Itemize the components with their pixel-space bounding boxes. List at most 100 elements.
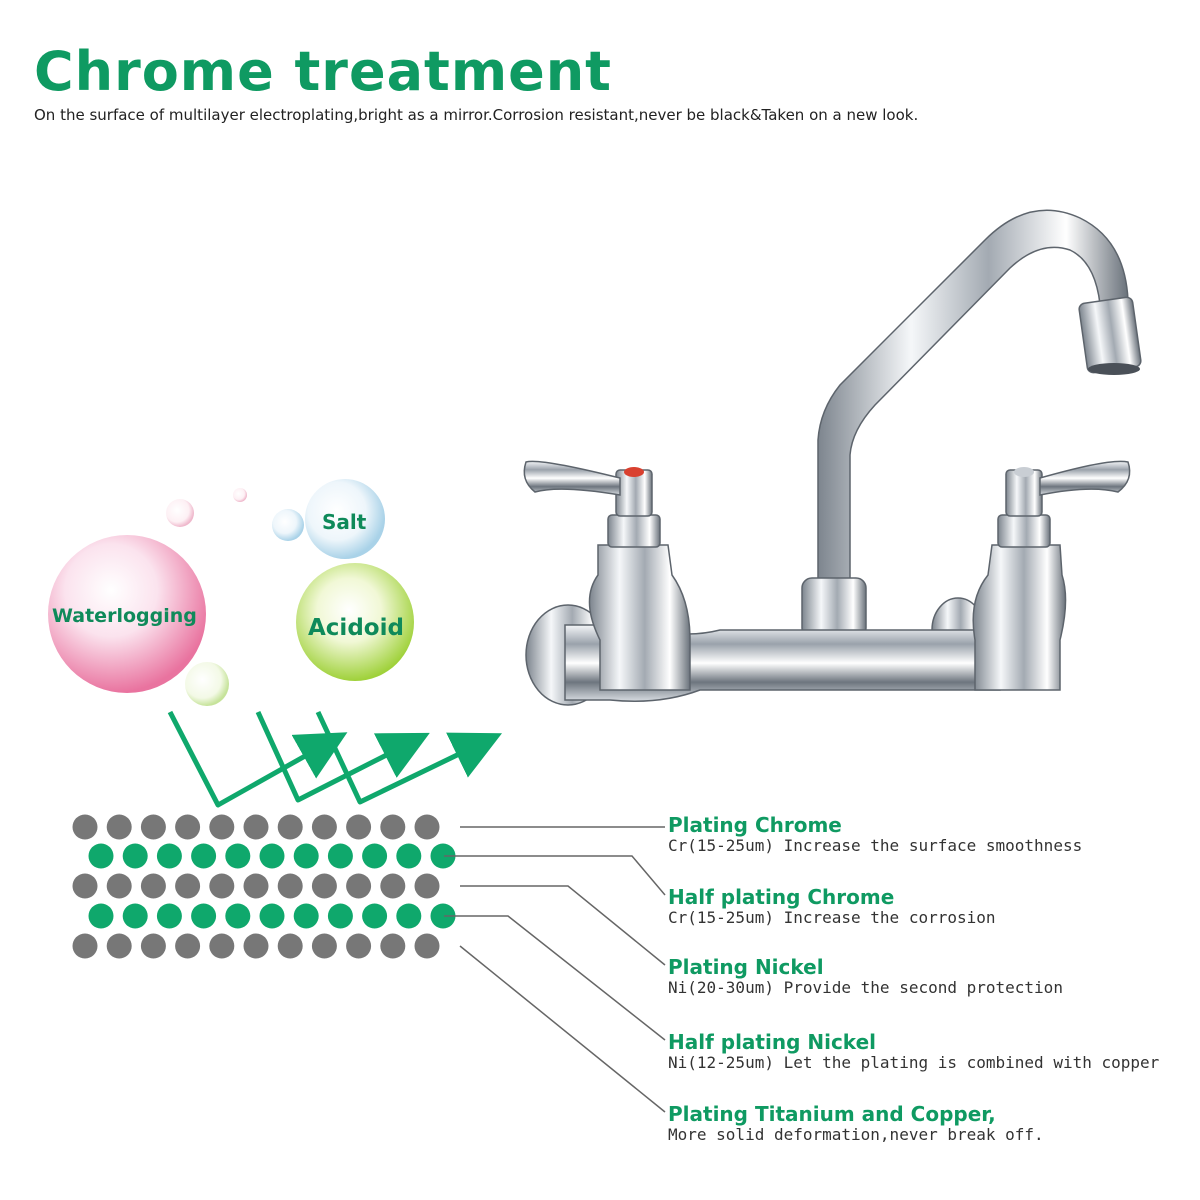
lattice-dot (380, 933, 406, 959)
layer-description: Cr(15-25um) Increase the surface smoothn… (668, 836, 1083, 855)
lattice-dot (243, 814, 269, 840)
lattice-dot (430, 903, 456, 929)
lattice-dot (396, 843, 422, 869)
lattice-dot (414, 933, 440, 959)
acidoid-bubble (296, 563, 414, 681)
lattice-dot (259, 903, 285, 929)
lattice-dot (106, 873, 132, 899)
small-bubble (166, 499, 194, 527)
plating-layers-lattice (72, 814, 456, 959)
leader-line (444, 855, 666, 896)
layer-half-plating-nickel: Half plating Nickel Ni(12-25um) Let the … (668, 1031, 1159, 1073)
lattice-dot (362, 903, 388, 929)
lattice-dot (346, 814, 372, 840)
lattice-dot (380, 873, 406, 899)
lattice-dot (156, 843, 182, 869)
lattice-dot (191, 903, 217, 929)
bubbles-group (48, 479, 414, 706)
faucet-swivel (801, 577, 867, 639)
lattice-dot (72, 814, 98, 840)
layer-name: Plating Nickel (668, 955, 824, 979)
acidoid-label: Acidoid (308, 615, 404, 641)
lattice-dot (327, 843, 353, 869)
lattice-dot (209, 814, 235, 840)
lattice-dot (346, 933, 372, 959)
lattice-dot (175, 873, 201, 899)
lattice-dot (414, 873, 440, 899)
faucet-spout (817, 209, 1129, 589)
lattice-dot (243, 933, 269, 959)
lattice-dot (88, 843, 114, 869)
valve-body-left (588, 544, 691, 691)
lattice-dot (311, 933, 337, 959)
lattice-dot (277, 933, 303, 959)
leader-line (444, 915, 666, 1041)
layer-half-plating-chrome: Half plating Chrome Cr(15-25um) Increase… (668, 886, 996, 928)
lattice-dot (327, 903, 353, 929)
small-bubble (185, 662, 229, 706)
faucet-aerator (1078, 296, 1142, 374)
faucet-image (523, 209, 1142, 706)
lattice-dot (396, 903, 422, 929)
layer-plating-chrome: Plating Chrome Cr(15-25um) Increase the … (668, 814, 1082, 856)
lattice-dot (225, 903, 251, 929)
lattice-dot (277, 873, 303, 899)
lattice-dot (156, 903, 182, 929)
lattice-dot (88, 903, 114, 929)
arrows-group (167, 710, 503, 808)
leader-line (459, 945, 666, 1113)
lattice-dot (191, 843, 217, 869)
layer-description: Ni(12-25um) Let the plating is combined … (668, 1053, 1160, 1072)
layer-plating-titanium-copper: Plating Titanium and Copper, More solid … (668, 1103, 1044, 1145)
layer-description: Cr(15-25um) Increase the corrosion (668, 908, 996, 927)
lattice-dot (380, 814, 406, 840)
waterlogging-label: Waterlogging (52, 605, 197, 627)
lever-handle-right (1039, 460, 1131, 496)
lattice-dot (72, 933, 98, 959)
lattice-dot (122, 903, 148, 929)
layer-description: Ni(20-30um) Provide the second protectio… (668, 978, 1063, 997)
lattice-dot (293, 903, 319, 929)
waterlogging-bubble (48, 535, 206, 693)
page-subtitle: On the surface of multilayer electroplat… (34, 106, 919, 124)
lattice-dot (140, 933, 166, 959)
valve-body-right (972, 544, 1067, 691)
lattice-dot (122, 843, 148, 869)
lattice-dot (175, 933, 201, 959)
page-title: Chrome treatment (34, 40, 612, 103)
salt-label: Salt (322, 510, 367, 534)
lattice-dot (311, 873, 337, 899)
lattice-dot (106, 933, 132, 959)
lattice-dot (346, 873, 372, 899)
small-bubble (272, 509, 304, 541)
lever-handle-left (523, 460, 621, 496)
leader-lines (444, 826, 666, 1113)
lattice-dot (140, 873, 166, 899)
layer-name: Plating Titanium and Copper, (668, 1102, 996, 1126)
lattice-dot (140, 814, 166, 840)
arrow (255, 710, 430, 803)
small-bubble (233, 488, 247, 502)
lattice-dot (243, 873, 269, 899)
layer-name: Plating Chrome (668, 813, 842, 837)
lattice-dot (72, 873, 98, 899)
layer-plating-nickel: Plating Nickel Ni(20-30um) Provide the s… (668, 956, 1063, 998)
lattice-dot (106, 814, 132, 840)
layer-name: Half plating Chrome (668, 885, 895, 909)
layer-description: More solid deformation,never break off. (668, 1125, 1044, 1144)
lattice-dot (293, 843, 319, 869)
arrow (167, 710, 348, 808)
arrow (315, 710, 503, 805)
lattice-dot (225, 843, 251, 869)
lattice-dot (259, 843, 285, 869)
lattice-dot (414, 814, 440, 840)
lattice-dot (209, 933, 235, 959)
lattice-dot (209, 873, 235, 899)
lattice-dot (175, 814, 201, 840)
lattice-dot (362, 843, 388, 869)
layer-name: Half plating Nickel (668, 1030, 876, 1054)
lattice-dot (430, 843, 456, 869)
leader-line (460, 885, 666, 966)
lattice-dot (277, 814, 303, 840)
